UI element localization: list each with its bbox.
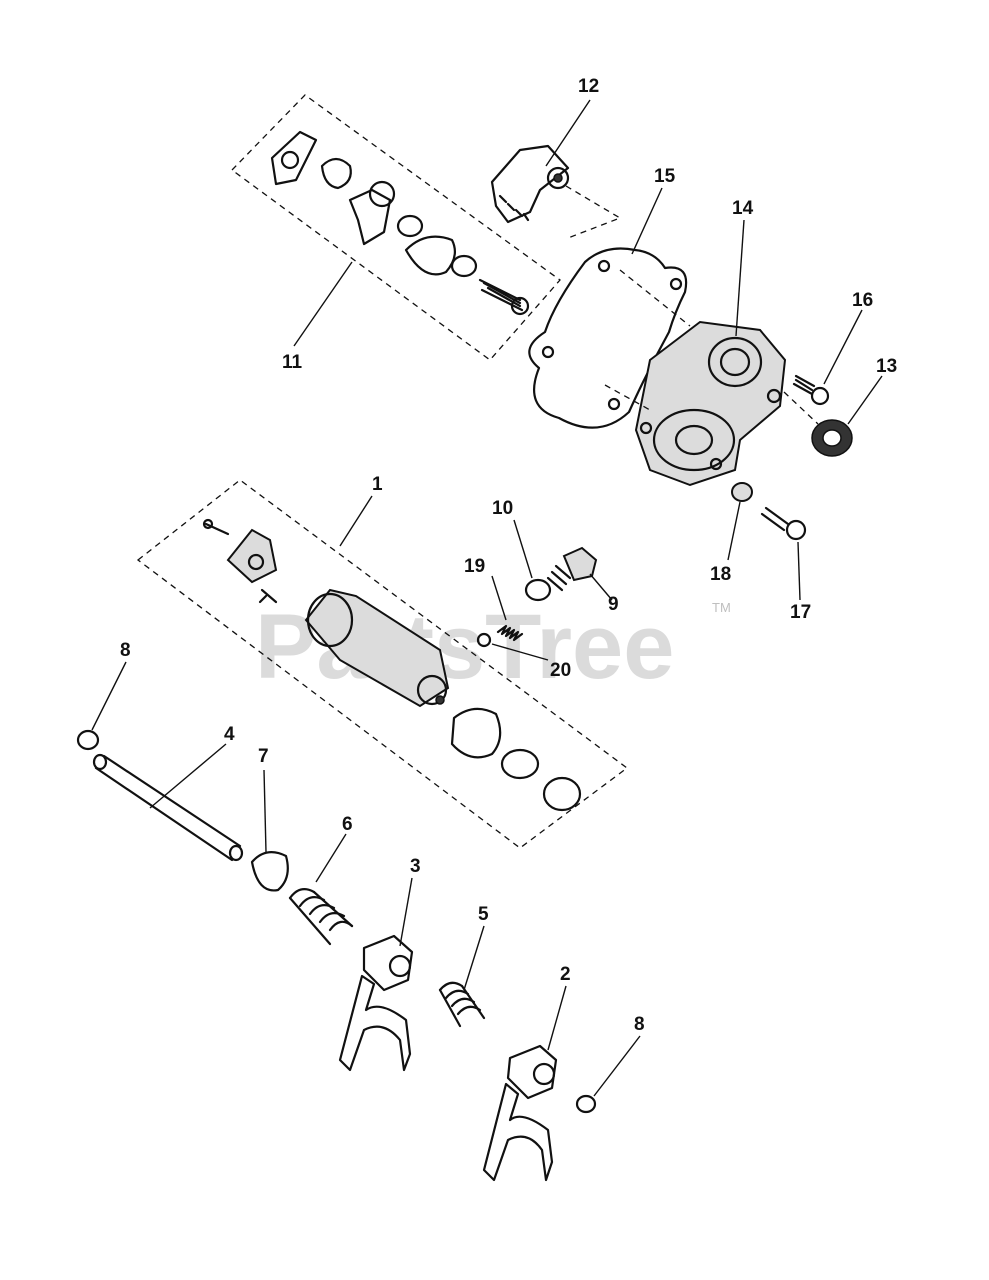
part-8-clip-bottom bbox=[575, 1094, 597, 1114]
callout-3: 3 bbox=[410, 856, 421, 877]
part-19-spring bbox=[496, 624, 524, 642]
part-6-spring bbox=[288, 887, 354, 946]
part-13-alignment-line bbox=[783, 391, 819, 425]
part-17-bolt bbox=[760, 506, 807, 541]
watermark-trademark: TM bbox=[712, 600, 731, 615]
gasket-hole bbox=[669, 277, 683, 291]
assembly-1-boundary bbox=[136, 479, 629, 849]
callout-9: 9 bbox=[608, 594, 619, 615]
assembly-11-boundary bbox=[231, 94, 561, 361]
part-3-shift-fork bbox=[338, 934, 414, 1072]
callout-20: 20 bbox=[550, 660, 571, 681]
part-4-shift-shaft bbox=[92, 753, 244, 862]
part-1-components bbox=[202, 518, 582, 812]
part-15-gasket bbox=[528, 247, 688, 429]
callout-16: 16 bbox=[852, 290, 873, 311]
part-14-shift-cover bbox=[634, 320, 787, 487]
callout-2: 2 bbox=[560, 964, 571, 985]
part-12-shift-segment bbox=[490, 144, 570, 224]
callout-7: 7 bbox=[258, 746, 269, 767]
part-9-plug-bolt bbox=[546, 546, 598, 592]
callout-4: 4 bbox=[224, 724, 235, 745]
callout-13: 13 bbox=[876, 356, 897, 377]
part-14-alignment-line bbox=[619, 269, 691, 327]
callout-labels: 1 2 3 4 5 6 7 8 8 9 10 11 12 13 14 15 16… bbox=[120, 76, 897, 1035]
part-12-alignment-line bbox=[565, 185, 622, 239]
part-11-components bbox=[270, 130, 530, 316]
part-10-washer bbox=[524, 578, 552, 602]
gasket-hole bbox=[541, 345, 555, 359]
callout-8-bottom: 8 bbox=[634, 1014, 645, 1035]
part-7-collar bbox=[250, 851, 289, 892]
leader-lines bbox=[91, 99, 883, 1097]
callout-17: 17 bbox=[790, 602, 811, 623]
part-16-bolt bbox=[792, 374, 830, 406]
part-5-spring bbox=[438, 981, 486, 1028]
callout-15: 15 bbox=[654, 166, 676, 187]
callout-14: 14 bbox=[732, 198, 754, 219]
part-13-seal bbox=[811, 419, 853, 457]
part-20-ball bbox=[476, 632, 492, 648]
callout-6: 6 bbox=[342, 814, 353, 835]
part-2-shift-fork bbox=[482, 1044, 558, 1182]
part-14-alignment-line bbox=[604, 384, 651, 411]
gasket-hole bbox=[607, 397, 621, 411]
gasket-hole bbox=[597, 259, 611, 273]
callout-12: 12 bbox=[578, 76, 599, 97]
part-8-clip-top bbox=[76, 729, 100, 751]
callout-8-top: 8 bbox=[120, 640, 131, 661]
callout-11: 11 bbox=[282, 352, 303, 373]
callout-19: 19 bbox=[464, 556, 485, 577]
callout-10: 10 bbox=[492, 498, 513, 519]
part-18-collar bbox=[731, 482, 753, 502]
callout-5: 5 bbox=[478, 904, 489, 925]
callout-18: 18 bbox=[710, 564, 731, 585]
callout-1: 1 bbox=[372, 474, 383, 495]
